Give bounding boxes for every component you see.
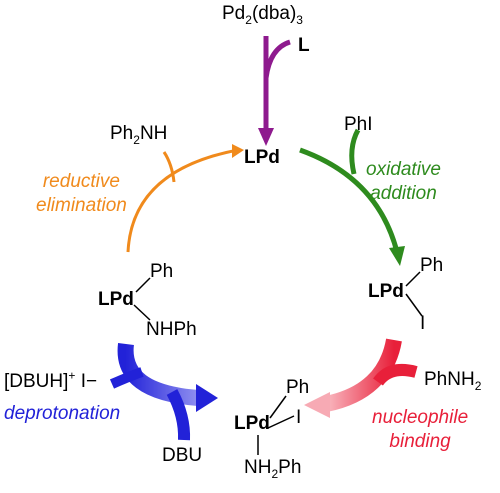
reductive-elimination-label: reductive elimination xyxy=(36,171,127,216)
phi-reagent: PhI xyxy=(344,114,373,135)
deprotonation-label: deprotonation xyxy=(4,403,121,424)
amine-complex-ph: Ph xyxy=(286,377,310,398)
amine-complex-iodide: I xyxy=(296,407,302,428)
deprotonation-arrow xyxy=(109,343,218,441)
dbu-reagent: DBU xyxy=(162,445,203,466)
oxidative-addition-label: oxidative addition xyxy=(366,159,441,204)
complex-bonds xyxy=(133,271,423,455)
ligand-label: L xyxy=(298,35,310,56)
amido-complex-ph: Ph xyxy=(150,261,174,282)
oa-complex-ph: Ph xyxy=(420,255,444,276)
amine-complex-amine: NH2Ph xyxy=(244,457,302,481)
nucleophile-binding-arrow xyxy=(304,338,418,418)
dbuh-salt: [DBUH]+ I− xyxy=(4,368,98,392)
oa-complex-metal: LPd xyxy=(368,281,404,302)
amido-complex-metal: LPd xyxy=(98,289,134,310)
nucleophile-binding-label: nucleophile binding xyxy=(372,407,469,452)
precatalyst-arrow xyxy=(258,36,291,146)
precatalyst-label: Pd2(dba)3 xyxy=(222,3,303,27)
product-ph2nh: Ph2NH xyxy=(110,123,168,147)
reductive-elimination-arrow xyxy=(126,144,244,253)
oa-complex-iodide: I xyxy=(420,313,426,334)
lpd-label: LPd xyxy=(244,147,280,168)
amido-complex-amide: NHPh xyxy=(146,319,197,340)
oxidative-addition-arrow xyxy=(299,128,405,266)
amine-complex-metal: LPd xyxy=(234,413,270,434)
phnh2-reagent: PhNH2 xyxy=(424,369,482,393)
